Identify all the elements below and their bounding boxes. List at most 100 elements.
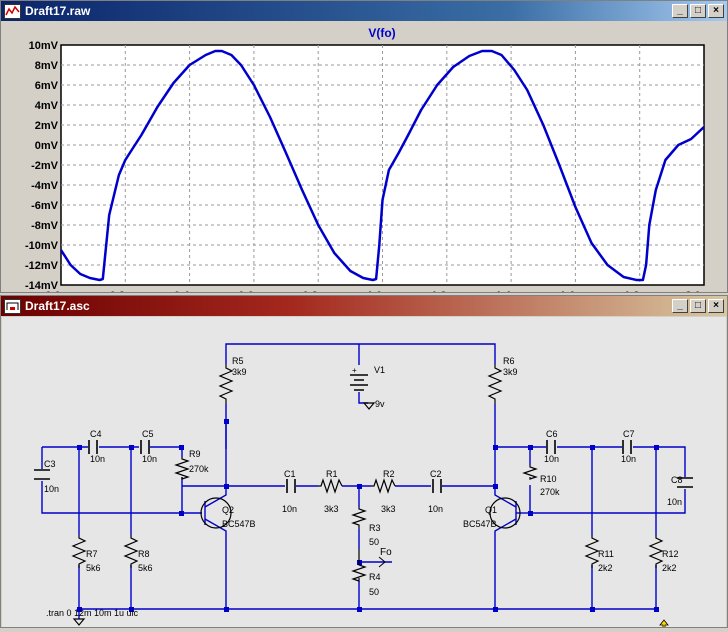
r1-symbol (318, 478, 343, 494)
r12-name: R12 (662, 549, 679, 559)
minimize-button[interactable]: _ (672, 299, 688, 313)
c8-symbol (677, 477, 693, 488)
c4-value: 10n (90, 454, 105, 464)
r7-value: 5k6 (86, 563, 101, 573)
battery-v1-symbol (350, 374, 368, 391)
q1-name: Q1 (485, 505, 497, 515)
c1-name: C1 (284, 469, 296, 479)
y-tick-label: 6mV (35, 80, 59, 92)
r9-name: R9 (189, 449, 201, 459)
y-tick-label: 2mV (35, 120, 59, 132)
c2-symbol (432, 479, 442, 493)
schematic-canvas[interactable]: + Fo R5 3k9 R6 3k9 V1 (2, 317, 726, 629)
minimize-button[interactable]: _ (672, 4, 688, 18)
r9-symbol (174, 457, 190, 480)
c3-symbol (34, 469, 50, 480)
r3-symbol (351, 507, 367, 529)
y-tick-label: 10mV (29, 40, 59, 52)
waveform-window[interactable]: Draft17.raw _ □ × V(fo) 10mV 8mV 6mV 4mV 2mV… (0, 0, 728, 302)
capacitors (34, 440, 693, 493)
transistor-bodies (200, 497, 521, 529)
fo-net-label: Fo (380, 547, 392, 558)
r6-value: 3k9 (503, 367, 518, 377)
y-tick-label: -6mV (31, 200, 59, 212)
waveform-chart[interactable]: V(fo) 10mV 8mV 6mV 4mV 2mV 0mV -2mV -4mV -6mV -8m… (2, 22, 726, 302)
r1-value: 3k3 (324, 504, 339, 514)
q2-name: Q2 (222, 505, 234, 515)
y-tick-label: 8mV (35, 60, 59, 72)
q1-value: BC547B (463, 519, 497, 529)
r8-symbol (123, 535, 139, 568)
r11-name: R11 (598, 549, 614, 559)
maximize-button[interactable]: □ (690, 299, 706, 313)
c4-symbol (88, 440, 98, 454)
trace-title[interactable]: V(fo) (368, 26, 395, 40)
q2-value: BC547B (222, 519, 256, 529)
q1-symbol (489, 497, 521, 529)
waveform-app-icon (4, 3, 21, 19)
y-tick-label: -2mV (31, 160, 59, 172)
r4-symbol (351, 549, 367, 582)
waveform-window-title: Draft17.raw (25, 4, 91, 18)
r5-name: R5 (232, 356, 244, 366)
junction-dots (77, 419, 659, 612)
waveform-titlebar[interactable]: Draft17.raw _ □ × (1, 1, 727, 21)
schematic-window-title: Draft17.asc (25, 299, 90, 313)
close-button[interactable]: × (708, 4, 724, 18)
r8-name: R8 (138, 549, 150, 559)
c7-symbol (622, 440, 632, 454)
r1-name: R1 (326, 469, 338, 479)
r11-value: 2k2 (598, 563, 613, 573)
schematic-window[interactable]: Draft17.asc _ □ × (0, 295, 728, 629)
trace-v-fo (59, 49, 705, 282)
schematic-titlebar[interactable]: Draft17.asc _ □ × (1, 296, 727, 316)
x-tick-label: 0.8ms (303, 290, 334, 292)
r10-symbol (522, 465, 538, 480)
r8-value: 5k6 (138, 563, 153, 573)
c8-value: 10n (667, 497, 682, 507)
y-tick-label: -12mV (25, 260, 59, 272)
mouse-cursor-icon (659, 619, 669, 629)
maximize-button[interactable]: □ (690, 4, 706, 18)
y-tick-label: -10mV (25, 240, 59, 252)
y-tick-label: 0mV (35, 140, 59, 152)
waveform-plot-area[interactable]: V(fo) 10mV 8mV 6mV 4mV 2mV 0mV -2mV -4mV -6mV -8m… (2, 22, 726, 302)
c6-symbol (546, 440, 556, 454)
c6-value: 10n (544, 454, 559, 464)
component-labels: R5 3k9 R6 3k9 V1 9v C4 10n C5 10n C3 10n… (44, 356, 683, 597)
r3-name: R3 (369, 523, 381, 533)
x-tick-label: 1.0ms (367, 290, 398, 292)
r5-value: 3k9 (232, 367, 247, 377)
x-tick-label: 0.6ms (238, 290, 269, 292)
c1-symbol (286, 479, 296, 493)
v1-value: 9v (375, 399, 385, 409)
fo-net-flag[interactable]: Fo (378, 547, 392, 568)
r10-value: 270k (540, 487, 560, 497)
r11-symbol (584, 535, 600, 568)
spice-directive[interactable]: .tran 0 12m 10m 1u uic (46, 608, 139, 618)
c5-symbol (140, 440, 150, 454)
r7-name: R7 (86, 549, 98, 559)
c2-value: 10n (428, 504, 443, 514)
x-tick-label: 0.4ms (174, 290, 205, 292)
c1-value: 10n (282, 504, 297, 514)
y-tick-label: -4mV (31, 180, 59, 192)
r12-value: 2k2 (662, 563, 677, 573)
r2-value: 3k3 (381, 504, 396, 514)
y-tick-label: -8mV (31, 220, 59, 232)
close-button[interactable]: × (708, 299, 724, 313)
x-tick-label: 1.4ms (495, 290, 526, 292)
x-tick-label: 1.8ms (624, 290, 655, 292)
y-tick-label: 4mV (35, 100, 59, 112)
r10-name: R10 (540, 474, 557, 484)
c7-name: C7 (623, 429, 635, 439)
r2-symbol (371, 478, 396, 494)
c5-value: 10n (142, 454, 157, 464)
r4-name: R4 (369, 572, 381, 582)
q2-symbol (200, 497, 232, 529)
schematic-drawing[interactable]: + Fo R5 3k9 R6 3k9 V1 (2, 317, 726, 629)
v1-name: V1 (374, 365, 385, 375)
c8-name: C8 (671, 475, 683, 485)
r9-value: 270k (189, 464, 209, 474)
r3-value: 50 (369, 537, 379, 547)
